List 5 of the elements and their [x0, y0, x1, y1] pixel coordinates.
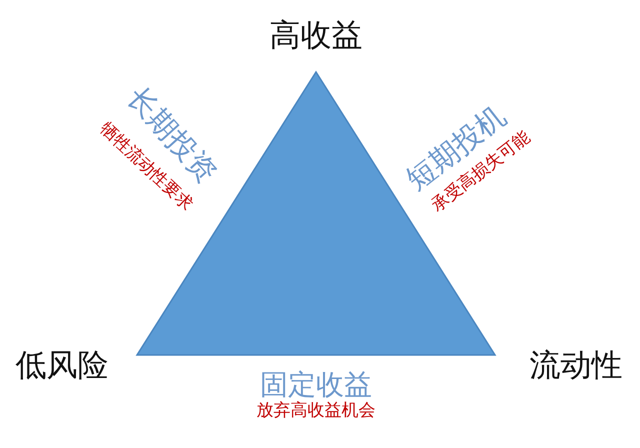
corner-label: 低风险 [16, 350, 108, 382]
corner-label: 高收益 [270, 20, 362, 52]
side-label: 固定收益 [260, 371, 372, 399]
corner-label: 流动性 [530, 350, 622, 382]
side-note: 放弃高收益机会 [256, 402, 376, 420]
